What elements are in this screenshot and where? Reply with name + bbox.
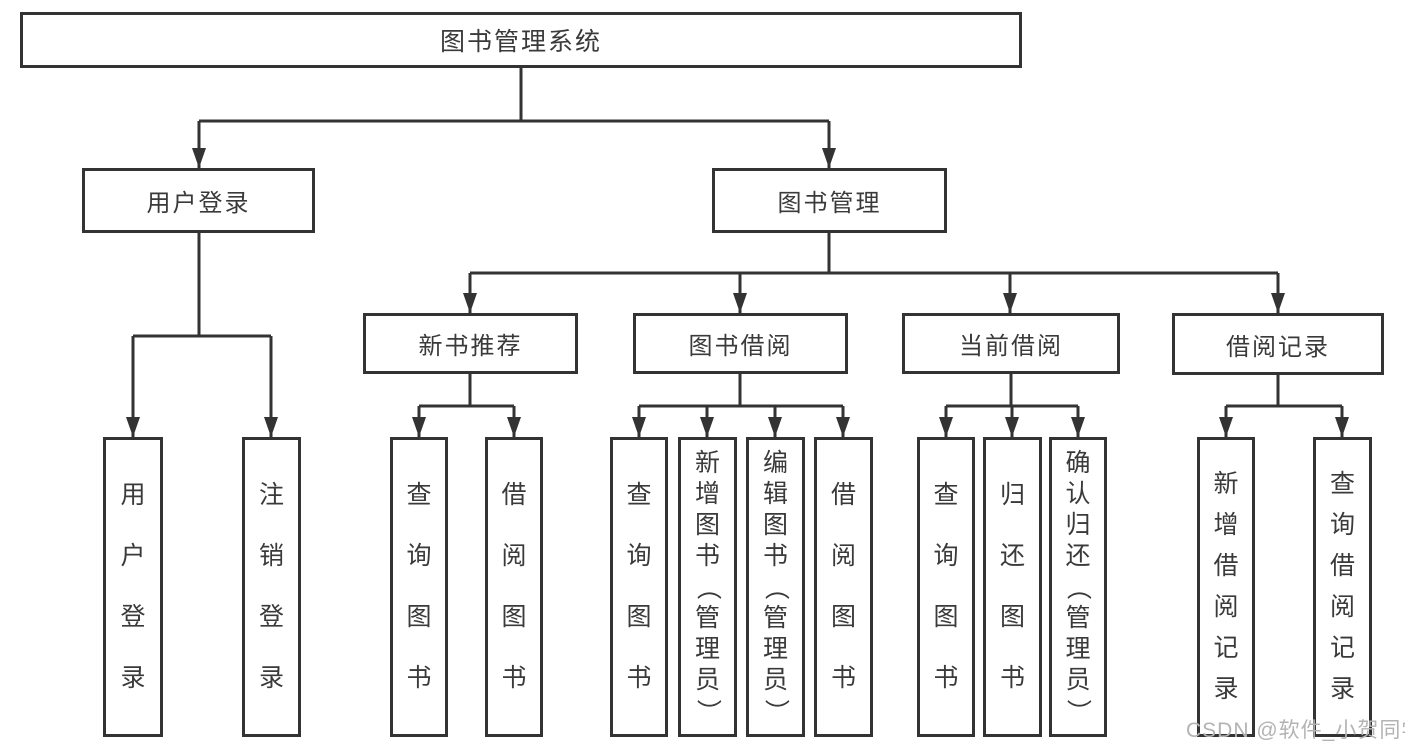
node-leaf-borrow-books-2: 借阅图书 [814, 437, 873, 737]
node-leaf-edit-books-admin: 编辑图书（管理员） [746, 437, 805, 737]
node-book-borrow: 图书借阅 [633, 313, 848, 374]
node-borrow-record: 借阅记录 [1172, 313, 1384, 375]
node-book-management: 图书管理 [712, 168, 947, 233]
node-leaf-query-books-2: 查询图书 [610, 437, 668, 737]
connector-newbookrec-to-leaves [412, 374, 521, 437]
node-leaf-add-borrow-record: 新增借阅记录 [1197, 437, 1255, 737]
connector-userlogin-to-leaves [126, 233, 278, 437]
node-leaf-borrow-books-1: 借阅图书 [485, 437, 543, 737]
node-leaf-add-books-admin: 新增图书（管理员） [678, 437, 737, 737]
node-current-borrow: 当前借阅 [902, 313, 1120, 374]
node-leaf-query-books-3: 查询图书 [917, 437, 975, 737]
node-leaf-return-books: 归还图书 [983, 437, 1042, 737]
watermark: CSDN @软件_小贺同学 [1186, 719, 1405, 742]
node-user-login: 用户登录 [82, 168, 315, 233]
node-leaf-query-books-1: 查询图书 [390, 437, 448, 737]
node-leaf-logout: 注销登录 [242, 437, 301, 737]
connector-borrowrecord-to-leaves [1219, 374, 1349, 437]
connector-bookborrow-to-leaves [632, 374, 850, 437]
node-library-system: 图书管理系统 [20, 12, 1022, 68]
connector-currentborrow-to-leaves [939, 374, 1085, 437]
node-new-book-recommend: 新书推荐 [363, 313, 578, 374]
connector-root-to-level2 [192, 68, 836, 168]
node-leaf-confirm-return-admin: 确认归还（管理员） [1049, 437, 1107, 737]
connector-bookmgmt-to-level3 [463, 233, 1285, 313]
node-leaf-query-borrow-record: 查询借阅记录 [1313, 437, 1372, 737]
node-leaf-user-login: 用户登录 [103, 437, 163, 737]
